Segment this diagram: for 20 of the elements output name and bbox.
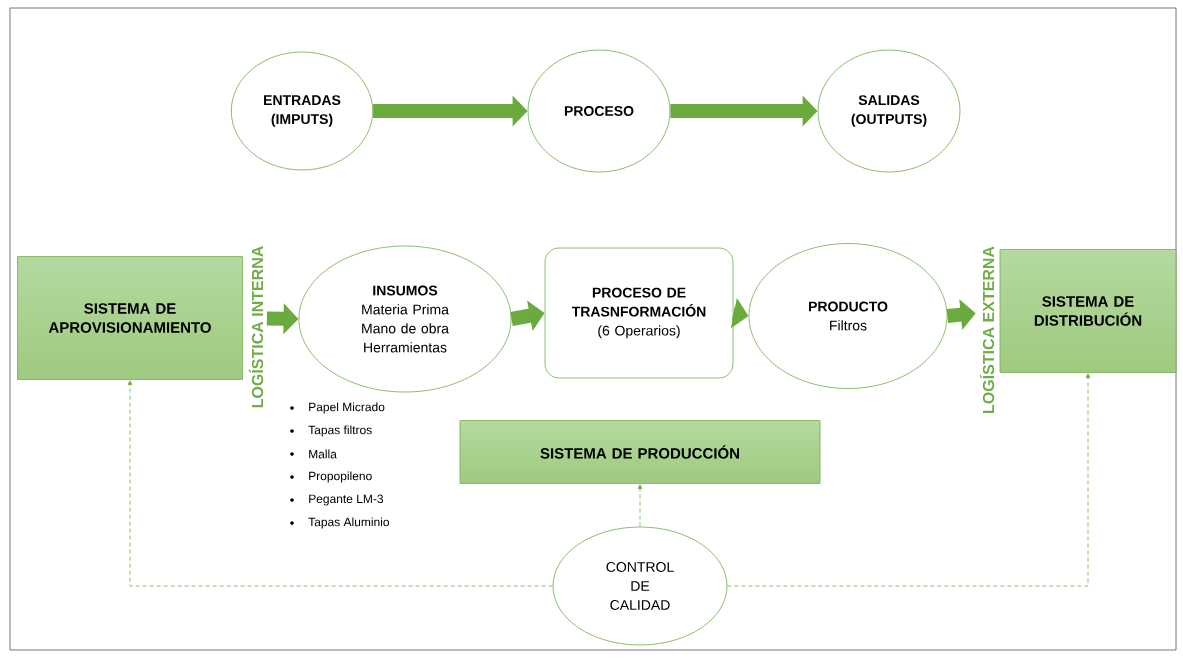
list-item: Malla — [309, 449, 337, 459]
ellipse-node: PROCESO — [527, 49, 671, 173]
rounded-box: PROCESO DE TRASNFORMACIÓN (6 Operarios) — [544, 247, 734, 379]
list-item: Tapas filtros — [308, 425, 372, 437]
ellipse-node: ENTRADAS (IMPUTS) — [230, 51, 374, 171]
list-item: Pegante LM-3 — [309, 494, 384, 506]
ellipse-node: PRODUCTO Filtros — [748, 243, 948, 389]
ellipse-node: SALIDAS (OUTPUTS) — [817, 49, 961, 173]
ellipse-node: CONTROL DE CALIDAD — [552, 526, 728, 646]
ellipse-node: INSUMOS Materia Prima Mano de obra Herramientas — [298, 245, 512, 393]
dashed-arrow — [727, 373, 1091, 587]
list-item: Tapas Aluminio — [308, 517, 390, 529]
process-box: SISTEMA DE APROVISIONAMIENTO — [17, 256, 243, 380]
vertical-label: LOGÍSTICA INTERNA — [248, 246, 264, 408]
list-item: Propopileno — [309, 471, 372, 483]
process-box: SISTEMA DE PRODUCCIÓN — [459, 420, 821, 484]
process-box: SISTEMA DE DISTRIBUCIÓN — [999, 249, 1177, 373]
dashed-arrow — [637, 484, 643, 527]
dashed-arrow — [127, 380, 553, 587]
vertical-label: LOGÍSTICA EXTERNA — [979, 246, 995, 413]
